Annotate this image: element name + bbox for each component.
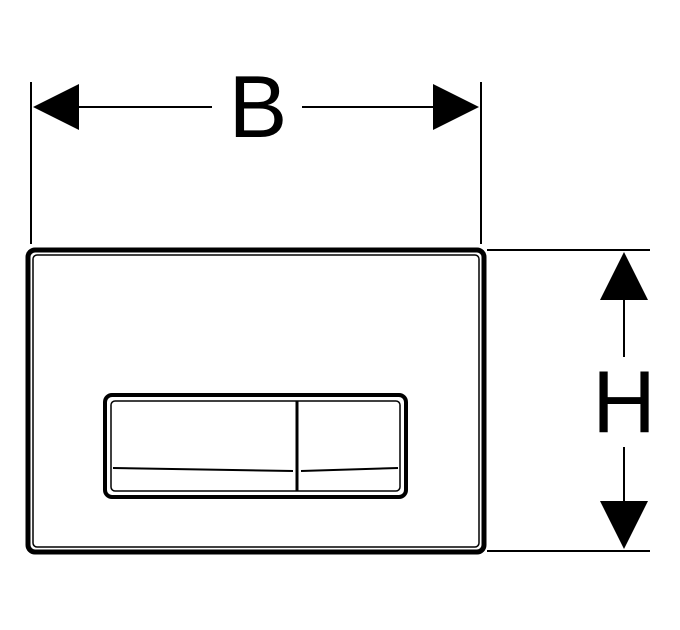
large-button-lower-edge: [112, 467, 294, 472]
plate-outer-outline: [25, 247, 487, 555]
height-dimension: H: [487, 249, 656, 552]
plate-inner-outline: [32, 254, 480, 548]
small-button-lower-edge: [300, 467, 399, 472]
flush-plate: [25, 247, 487, 555]
width-label: B: [229, 57, 288, 156]
height-label: H: [592, 352, 656, 451]
width-arrowhead-left: [33, 84, 79, 130]
buttons-inner-outline: [110, 400, 401, 492]
width-arrowhead-right: [433, 84, 479, 130]
height-arrowhead-top: [600, 252, 648, 300]
width-dimension: B: [30, 57, 482, 244]
buttons-outer-outline: [103, 393, 408, 499]
height-arrowhead-bottom: [600, 501, 648, 549]
flush-buttons: [103, 393, 408, 499]
